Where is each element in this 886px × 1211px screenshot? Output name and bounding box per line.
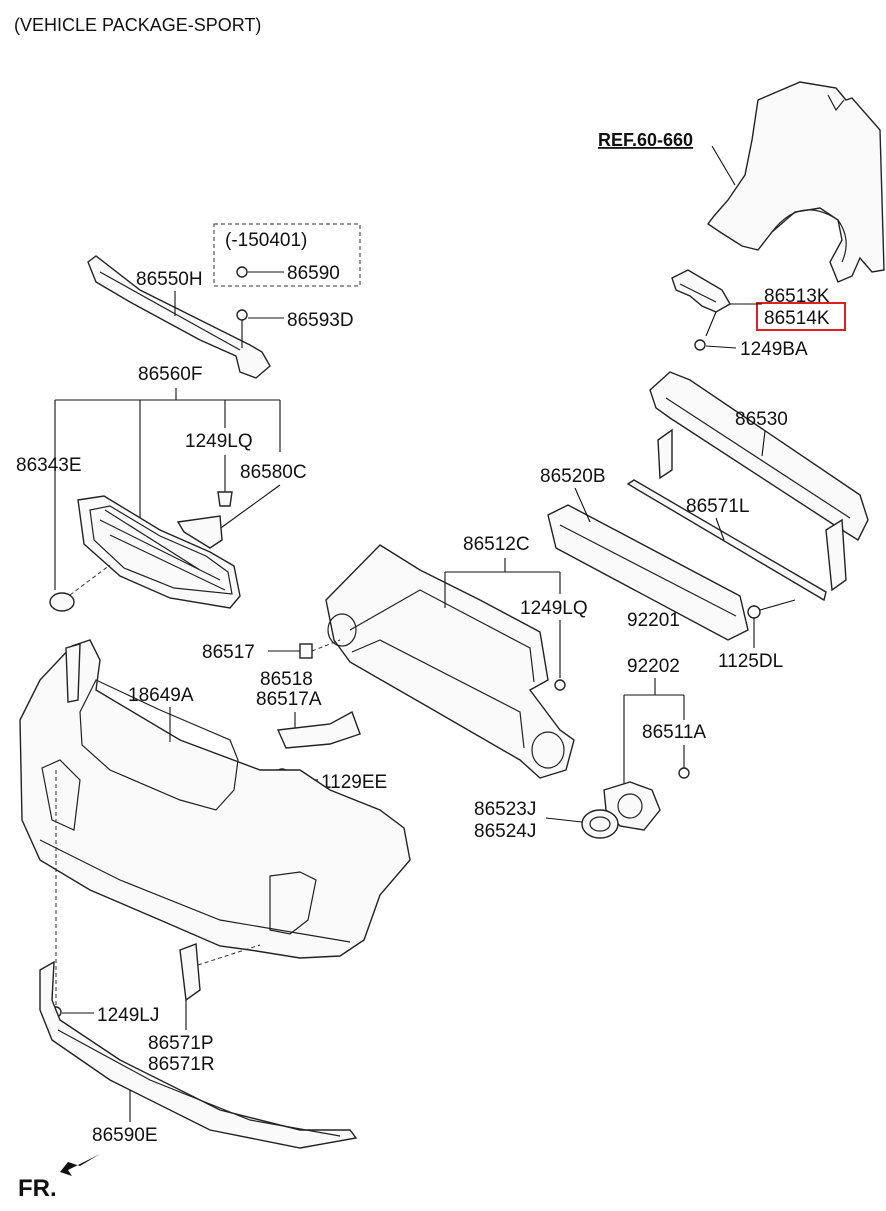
fender-drawing [706, 81, 885, 283]
part-label-1125DL[interactable]: 1125DL [718, 651, 783, 672]
part-label-86518[interactable]: 86518 [260, 669, 313, 690]
bracket-86518-drawing [276, 710, 361, 749]
bracket-86513k-drawing [671, 269, 731, 313]
bar-86550H-drawing [87, 255, 271, 379]
part-label-1249LJ[interactable]: 1249LJ [97, 1005, 159, 1026]
bolt-1125DL-icon [747, 605, 761, 619]
bolt-1249BA-icon [694, 339, 706, 351]
part-label-86593D[interactable]: 86593D [287, 310, 354, 331]
part-label-1129EE[interactable]: 1129EE [321, 772, 387, 793]
bulb-18649A-icon [678, 767, 690, 779]
part-label-1249LQ-b[interactable]: 1249LQ [520, 598, 588, 619]
ring-86523J-drawing [581, 809, 619, 839]
leader-86571L [715, 517, 725, 541]
leader-tree-92201 [623, 678, 685, 790]
clip-86590-icon [236, 266, 248, 278]
leader-86530 [761, 430, 766, 457]
rod-86571L-drawing [626, 479, 827, 602]
part-label-86571L[interactable]: 86571L [686, 496, 749, 517]
part-label-86571R[interactable]: 86571R [148, 1054, 215, 1075]
bumper-cover-86511A-drawing [19, 639, 411, 959]
screw-1249LQ-a-icon [217, 491, 233, 507]
emblem-86343E-drawing [49, 592, 75, 612]
beam-86530-drawing [649, 371, 869, 592]
highlight-box-86514K [756, 302, 846, 331]
leader-bolt-1249BA [705, 311, 717, 337]
option-box [213, 223, 361, 287]
ref-label[interactable]: REF.60-660 [598, 130, 693, 150]
part-label-86343E[interactable]: 86343E [16, 455, 82, 476]
part-label-86571P[interactable]: 86571P [148, 1033, 214, 1054]
reflector-dash [197, 944, 261, 966]
part-label-86512C[interactable]: 86512C [463, 534, 530, 555]
part-label-86513K[interactable]: 86513K [764, 286, 830, 307]
ring-86523J-inner [589, 816, 611, 832]
part-label-86590[interactable]: 86590 [287, 263, 340, 284]
ref-leader [711, 145, 736, 186]
part-label-86511A[interactable]: 18649A [128, 685, 194, 706]
clip-86593D-icon [236, 309, 248, 321]
leader-tree-86512C [444, 558, 561, 608]
part-label-86580C[interactable]: 86580C [240, 462, 307, 483]
emblem-dash [69, 564, 111, 596]
grille-86560F-drawing [77, 495, 241, 609]
front-arrow-icon [60, 1154, 100, 1176]
reflector-86571P-drawing [179, 943, 201, 1002]
part-label-86590E[interactable]: 86590E [92, 1125, 158, 1146]
bolt-1125DL-stem [759, 599, 796, 611]
part-label-86523J[interactable]: 86523J [474, 799, 536, 820]
part-label-92202[interactable]: 92202 [627, 656, 680, 677]
leader-86580C [217, 484, 281, 531]
part-label-86524J[interactable]: 86524J [474, 821, 536, 842]
part-label-86560F[interactable]: 86560F [138, 364, 202, 385]
direction-label: FR. [18, 1175, 57, 1202]
option-box-range: (-150401) [225, 230, 307, 251]
screw-1249LQ-b-icon [554, 679, 566, 691]
part-label-1249BA[interactable]: 1249BA [740, 339, 808, 360]
leader-86520B [574, 487, 591, 523]
part-label-86530[interactable]: 86530 [735, 409, 788, 430]
part-label-86517[interactable]: 86517 [202, 642, 255, 663]
clip-86517-dash [311, 639, 341, 652]
clip-86580C-drawing [176, 515, 223, 549]
lower-grille-86512C-drawing [325, 544, 575, 779]
part-label-18649A[interactable]: 86511A [642, 722, 706, 743]
leader-1249BA [705, 345, 737, 349]
part-label-1249LQ-a[interactable]: 1249LQ [185, 431, 253, 452]
lip-86590E-drawing [39, 960, 358, 1149]
part-label-86514K[interactable]: 86514K [764, 308, 830, 329]
part-label-86550H[interactable]: 86550H [136, 269, 203, 290]
part-label-86517A[interactable]: 86517A [256, 689, 322, 710]
part-label-86520B[interactable]: 86520B [540, 466, 606, 487]
leader-tree-86560F [54, 388, 281, 590]
diagram-title: (VEHICLE PACKAGE-SPORT) [14, 15, 261, 35]
leader-86523J [545, 817, 583, 823]
clip-86517-icon [299, 643, 313, 659]
absorber-86520B-drawing [547, 504, 749, 641]
part-label-92201[interactable]: 92201 [627, 610, 680, 631]
